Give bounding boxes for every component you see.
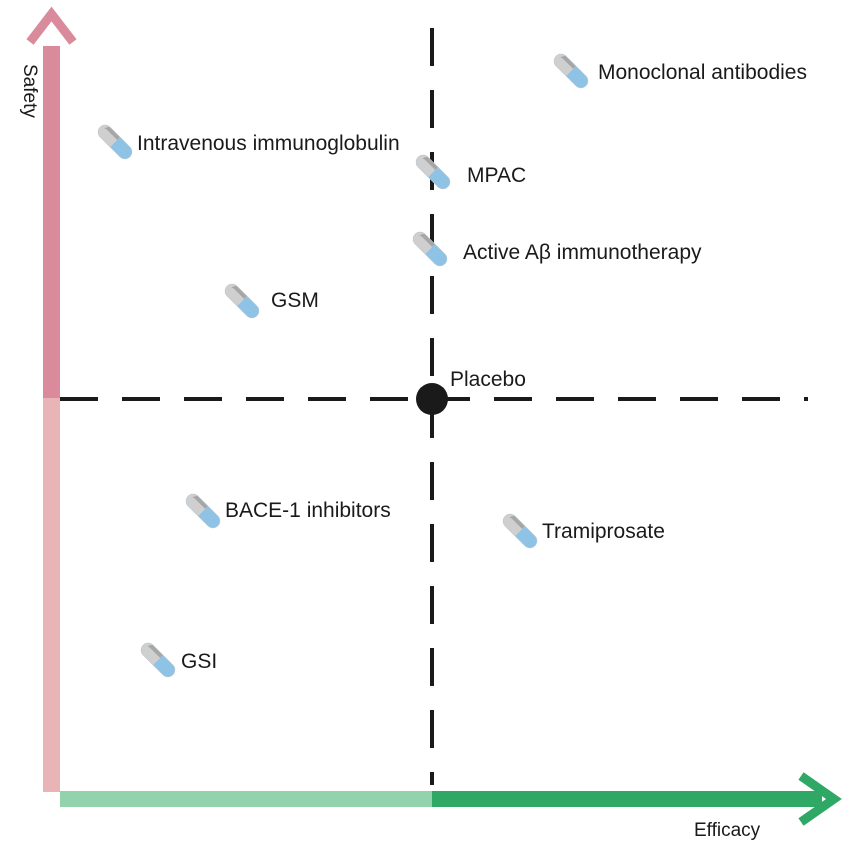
efficacy-axis-right: [432, 791, 822, 807]
capsule-icon: [182, 490, 224, 532]
efficacy-arrow-head: [798, 772, 842, 826]
safety-arrow-head: [26, 6, 77, 45]
therapy-label: GSM: [271, 289, 319, 312]
therapy-intravenous-immunoglobulin: Intravenous immunoglobulin: [94, 121, 400, 163]
safety-axis-label: Safety: [19, 64, 40, 118]
placebo-label: Placebo: [450, 368, 526, 391]
capsule-icon: [137, 639, 179, 681]
therapy-monoclonal-antibodies: Monoclonal antibodies: [550, 50, 807, 92]
therapy-label: MPAC: [467, 164, 526, 187]
therapy-gsm: GSM: [221, 280, 319, 322]
capsule-icon: [550, 50, 592, 92]
efficacy-axis-left: [60, 791, 432, 807]
capsule-icon: [499, 510, 541, 552]
safety-axis-upper: [43, 46, 60, 398]
capsule-icon: [94, 121, 136, 163]
safety-axis-lower: [43, 398, 60, 792]
therapy-active-abeta-immunotherapy: Active Aβ immunotherapy: [409, 228, 702, 270]
therapy-tramiprosate: Tramiprosate: [499, 510, 665, 552]
therapy-label: Monoclonal antibodies: [598, 61, 807, 84]
therapy-bace-1-inhibitors: BACE-1 inhibitors: [182, 490, 391, 532]
therapy-mpac: MPAC: [412, 151, 526, 193]
efficacy-axis-label: Efficacy: [694, 820, 761, 841]
placebo-marker: [416, 383, 448, 415]
capsule-icon: [221, 280, 263, 322]
therapy-label: Active Aβ immunotherapy: [463, 241, 702, 264]
therapy-label: GSI: [181, 650, 217, 673]
therapy-gsi: GSI: [137, 639, 217, 681]
therapy-label: Tramiprosate: [542, 520, 665, 543]
therapy-label: BACE-1 inhibitors: [225, 499, 391, 522]
therapy-label: Intravenous immunoglobulin: [137, 132, 400, 155]
